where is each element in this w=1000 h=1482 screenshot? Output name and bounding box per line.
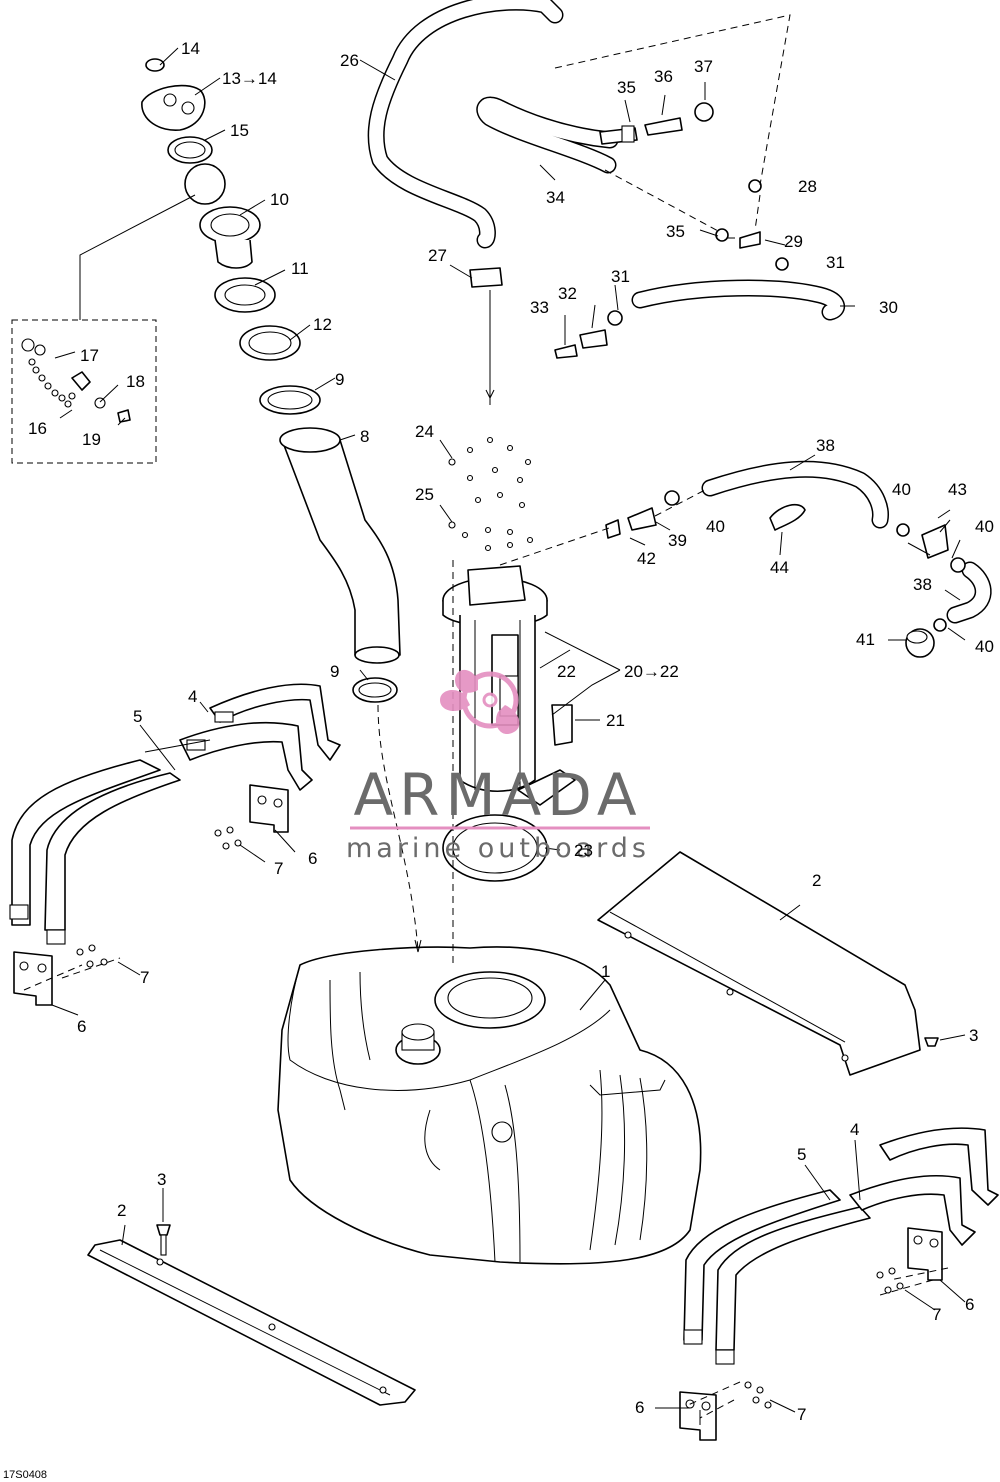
callout-17: 17 [80,346,99,365]
screw-set [76,826,939,1409]
callout-19: 19 [82,430,101,449]
hose-38[interactable] [701,460,992,624]
callout-36: 36 [654,67,673,86]
bracket-right-low[interactable] [679,1391,717,1441]
callout-1: 1 [601,962,610,981]
callout-13-to-14: 13→14 [222,69,277,88]
callout-37: 37 [694,57,713,76]
callout-5: 5 [797,1145,806,1164]
callout-30: 30 [879,298,898,317]
callout-3: 3 [969,1026,978,1045]
callout-5: 5 [133,707,142,726]
callout-15: 15 [230,121,249,140]
callout-6: 6 [965,1295,974,1314]
tank-strap-right[interactable] [683,1127,999,1365]
callout-6: 6 [77,1017,86,1036]
ref-code: 17S0408 [3,1469,47,1481]
callout-39: 39 [668,531,687,550]
callout-22: 22 [557,662,576,681]
fuel-pump-module[interactable] [442,565,576,882]
skid-plate-top[interactable] [597,851,921,1076]
hose-30[interactable] [631,279,845,321]
callout-7: 7 [797,1405,806,1424]
callout-7: 7 [932,1305,941,1324]
callout-42: 42 [637,549,656,568]
callout-27: 27 [428,246,447,265]
vent-hose-26[interactable] [367,0,564,249]
callout-40: 40 [706,517,725,536]
callout-25: 25 [415,485,434,504]
callout-8: 8 [360,427,369,446]
tank-strap-left[interactable] [9,683,341,945]
callout-40: 40 [975,517,994,536]
callout-2: 2 [117,1201,126,1220]
filler-assembly[interactable] [141,58,401,703]
callout-20-to-22: 20→22 [624,662,679,681]
callout-4: 4 [188,687,197,706]
callout-2: 2 [812,871,821,890]
callout-7: 7 [274,859,283,878]
callout-43: 43 [948,480,967,499]
callout-38: 38 [816,436,835,455]
fuel-tank[interactable] [277,946,702,1265]
callout-35: 35 [666,222,685,241]
callout-3: 3 [157,1170,166,1189]
callout-33: 33 [530,298,549,317]
callout-21: 21 [606,711,625,730]
fittings [469,102,966,658]
callout-11: 11 [291,259,309,278]
watermark-brand: ARMADA [353,761,642,829]
callout-40: 40 [892,480,911,499]
bracket-mid-left[interactable] [249,784,289,833]
callout-12: 12 [313,315,332,334]
callout-14: 14 [181,39,200,58]
bracket-low-left[interactable] [13,951,53,1006]
callout-34: 34 [546,188,565,207]
leader-lines [51,47,966,1425]
callout-24: 24 [415,422,434,441]
callout-4: 4 [850,1120,859,1139]
callout-7: 7 [140,968,149,987]
callout-31: 31 [611,267,630,286]
callout-18: 18 [126,372,145,391]
callout-40: 40 [975,637,994,656]
callout-29: 29 [784,232,803,251]
callout-26: 26 [340,51,359,70]
assembly-guides [23,14,949,1419]
callout-28: 28 [798,177,817,196]
propeller-logo [440,669,520,735]
callout-6: 6 [308,849,317,868]
bracket-right-mid[interactable] [907,1227,943,1281]
armada-watermark: ARMADA marine outboards [346,669,650,864]
callout-6: 6 [635,1398,644,1417]
callout-labels: 1 2 2 3 3 4 4 5 5 6 6 6 6 7 7 7 7 8 9 9 … [3,39,994,1481]
callout-44: 44 [770,558,789,577]
callout-35: 35 [617,78,636,97]
watermark-tagline: marine outboards [346,833,650,864]
callout-9: 9 [330,662,339,681]
callout-16: 16 [28,419,47,438]
callout-9: 9 [335,370,344,389]
callout-38: 38 [913,575,932,594]
tether-inset [11,319,157,464]
skid-plate-bottom[interactable] [87,1239,416,1406]
pump-screws [448,436,534,552]
hose-34[interactable] [476,96,619,174]
callout-31: 31 [826,253,845,272]
callout-32: 32 [558,284,577,303]
callout-10: 10 [270,190,289,209]
callout-23: 23 [574,841,593,860]
callout-41: 41 [856,630,875,649]
